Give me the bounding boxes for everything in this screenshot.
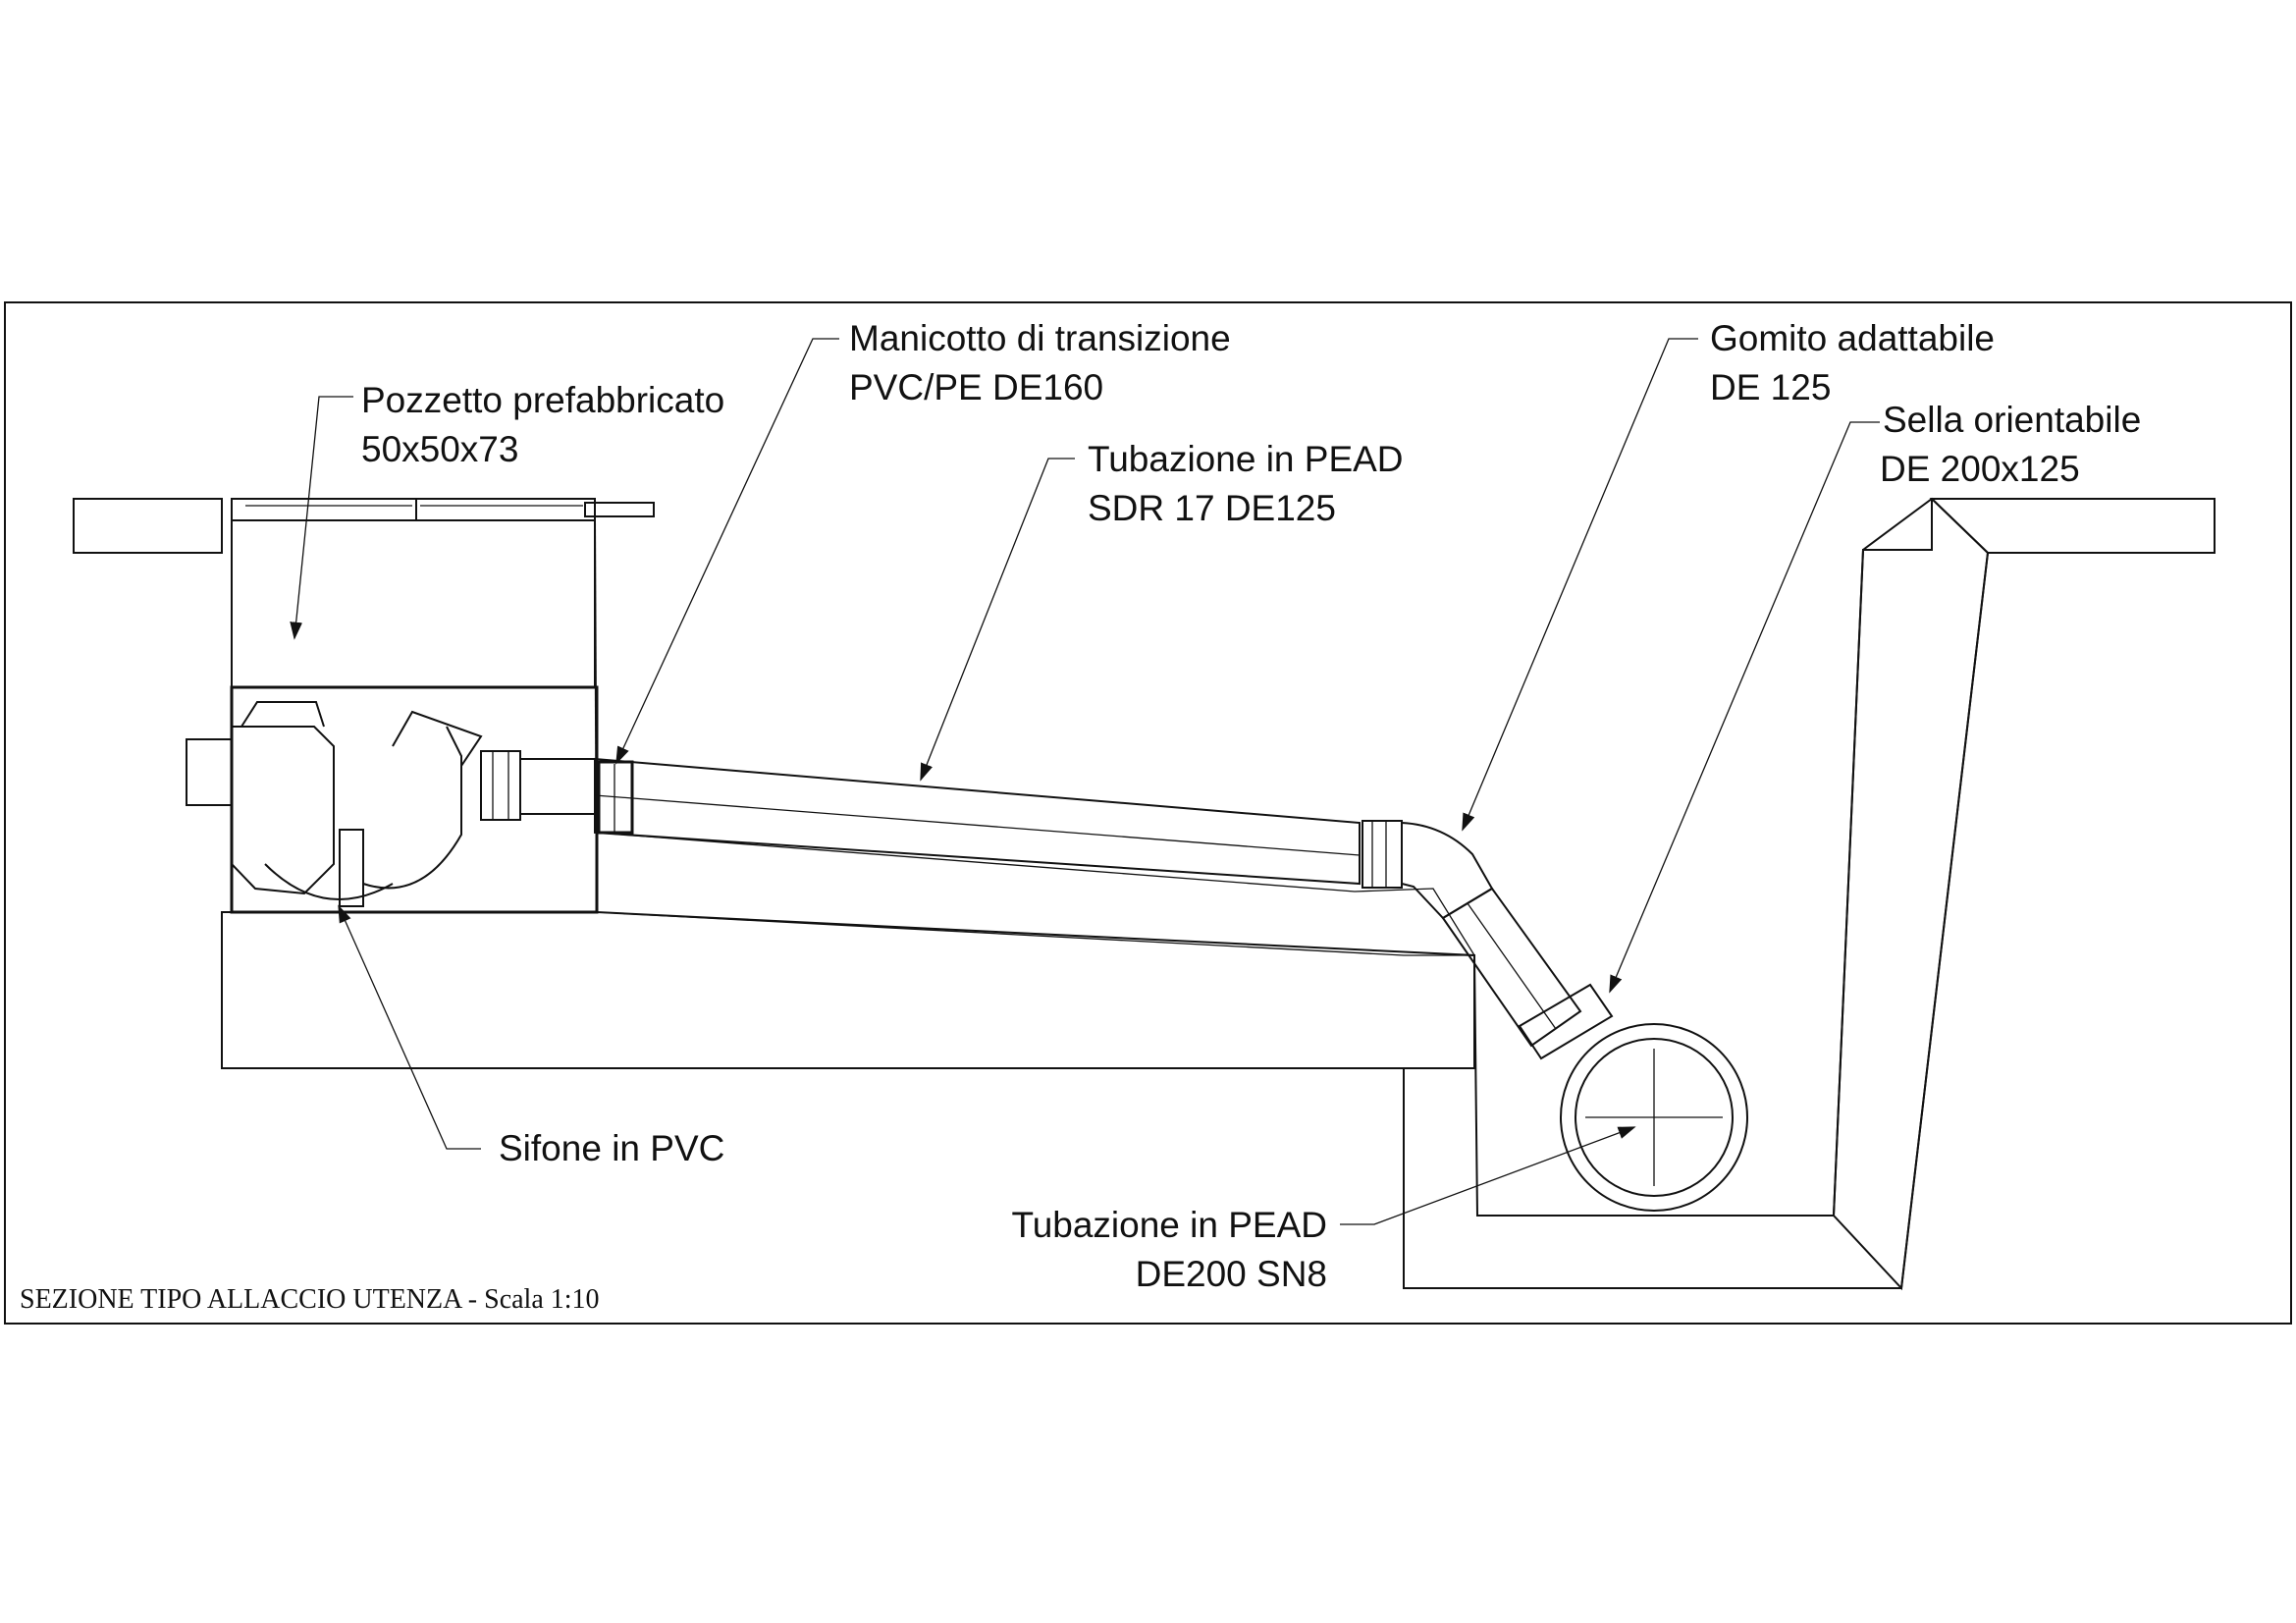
label-tubazione-de200-line2: DE200 SN8 [1136,1254,1327,1294]
sifone-pvc [186,701,596,907]
drawing-frame [4,301,2292,1325]
label-tubazione-sdr-line2: SDR 17 DE125 [1088,488,1336,528]
ground-hatch [73,497,2216,1291]
sand-bedding [596,832,1476,956]
pipe-pead-de125 [594,757,1403,889]
label-sifone: Sifone in PVC [499,1128,724,1168]
label-sella-line2: DE 200x125 [1880,449,2080,489]
label-manicotto-line2: PVC/PE DE160 [849,367,1103,407]
pipe-pead-de200 [1560,1023,1748,1212]
drawing-title: SEZIONE TIPO ALLACCIO UTENZA - Scala 1:1… [20,1284,600,1315]
label-manicotto-line1: Manicotto di transizione [849,318,1231,358]
label-pozzetto-line2: 50x50x73 [361,429,518,469]
pozzetto-chamber [230,498,655,914]
label-pozzetto-line1: Pozzetto prefabbricato [361,380,724,420]
label-gomito-line2: DE 125 [1710,367,1831,407]
label-sella-line1: Sella orientabile [1883,400,2141,440]
leader-lines [290,338,1880,1225]
label-gomito-line1: Gomito adattabile [1710,318,1995,358]
gomito-elbow [1401,821,1614,1060]
label-tubazione-de200-line1: Tubazione in PEAD [1011,1205,1327,1245]
label-tubazione-sdr-line1: Tubazione in PEAD [1088,439,1404,479]
